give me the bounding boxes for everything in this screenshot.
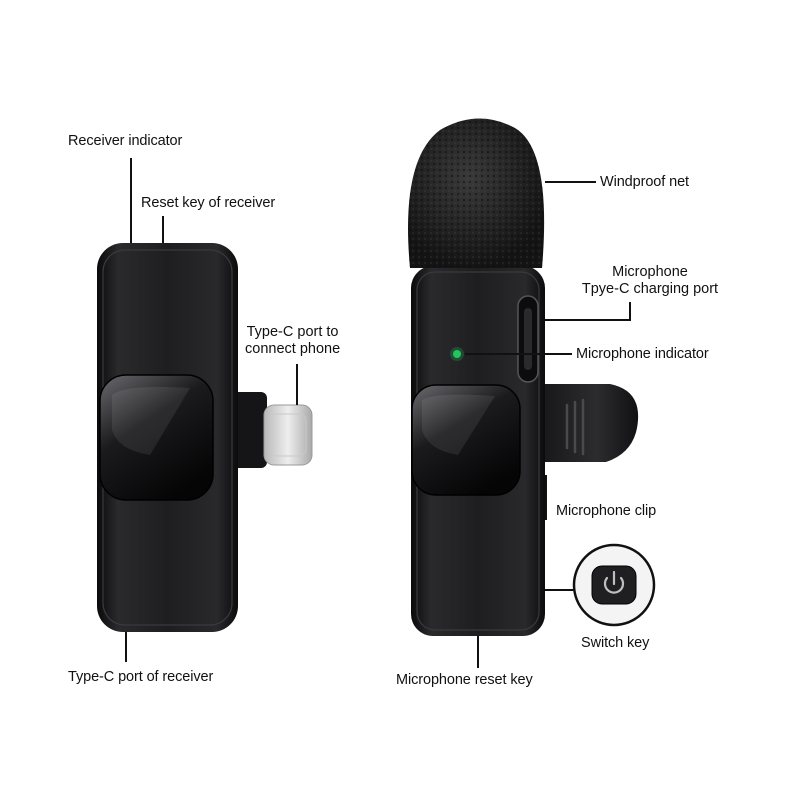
label-type-c-port-phone: Type-C port to connect phone [245, 324, 340, 359]
label-mic-reset-key: Microphone reset key [396, 672, 533, 688]
label-mic-clip: Microphone clip [556, 503, 657, 519]
microphone-glossy-button [411, 384, 521, 496]
microphone-device [408, 118, 639, 636]
label-reset-key-receiver: Reset key of receiver [141, 195, 276, 211]
label-mic-indicator: Microphone indicator [576, 346, 709, 362]
label-mic-charging-line2: Tpye-C charging port [581, 281, 719, 298]
label-receiver-indicator: Receiver indicator [68, 133, 183, 149]
label-mic-charging-line1: Microphone [612, 264, 688, 280]
receiver-type-c-plug [263, 404, 313, 466]
label-windproof-net: Windproof net [600, 174, 689, 190]
power-icon [603, 570, 625, 594]
label-type-c-port-phone-line2: connect phone [245, 341, 341, 358]
label-type-c-port-phone-line1: Type-C port to [246, 324, 339, 340]
microphone-clip [535, 384, 639, 462]
label-mic-charging-port: Microphone Tpye-C charging port [570, 264, 730, 299]
microphone-indicator-led [453, 350, 461, 358]
label-type-c-port-receiver: Type-C port of receiver [68, 669, 214, 685]
label-switch-key: Switch key [581, 635, 650, 651]
switch-key-zoom [572, 543, 656, 627]
receiver-device [97, 243, 313, 632]
leader-lines [125, 158, 631, 668]
receiver-glossy-button [99, 374, 214, 501]
